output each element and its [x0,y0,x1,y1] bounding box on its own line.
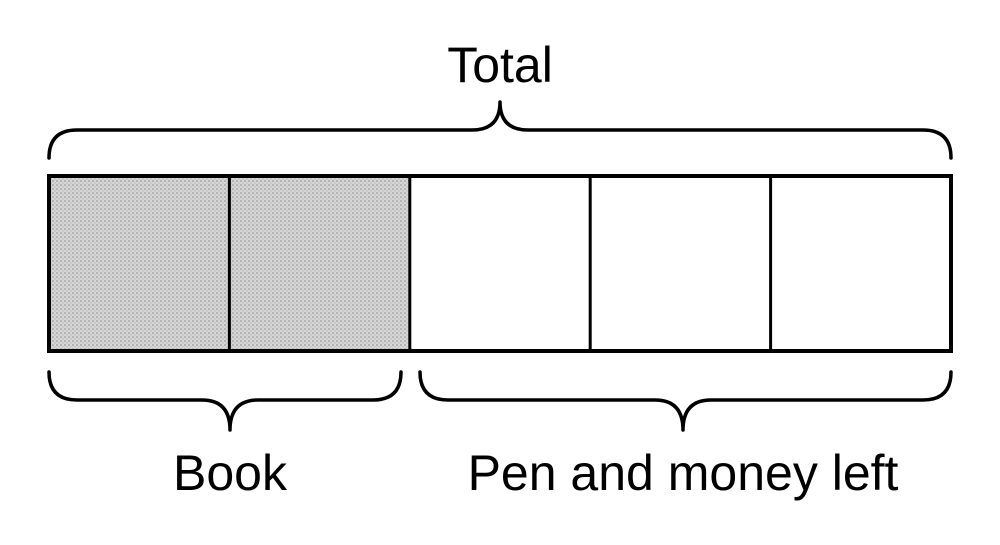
total-label: Total [447,37,553,93]
book-label: Book [173,445,288,501]
rest-label: Pen and money left [468,445,899,501]
total-brace [47,100,953,160]
bar-unit-shaded [49,176,230,351]
bar-unit [409,176,591,351]
book-brace [47,370,403,432]
bar-unit [590,176,771,351]
rest-brace [418,370,953,432]
bar-unit-shaded [229,176,410,351]
bar-units [49,176,951,351]
bar-unit [770,176,951,351]
bar-outline [47,174,953,353]
